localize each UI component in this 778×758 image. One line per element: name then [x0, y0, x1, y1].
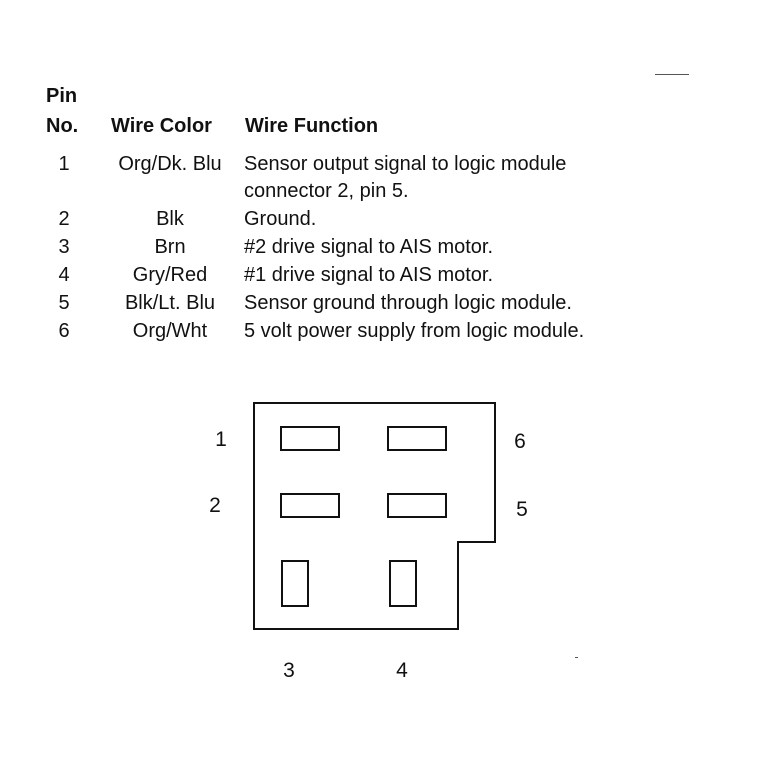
row-5-pin: 5: [58, 292, 70, 314]
pin-label-1: 1: [215, 428, 227, 451]
row-6-function: 5 volt power supply from logic module.: [244, 320, 585, 342]
connector-housing-outline: [253, 402, 496, 630]
scan-dot: [575, 657, 578, 658]
pin-label-3: 3: [283, 659, 295, 682]
scan-mark: [655, 74, 689, 75]
pin-label-6: 6: [514, 430, 526, 453]
row-2-color: Blk: [156, 208, 184, 230]
terminal-pin-3: [281, 560, 309, 607]
row-3-color: Brn: [154, 236, 186, 258]
row-1-color: Org/Dk. Blu: [118, 153, 222, 175]
row-4-pin: 4: [58, 264, 70, 286]
pin-header-line2: No.: [46, 115, 79, 137]
terminal-pin-2: [280, 493, 340, 518]
row-6-color: Org/Wht: [132, 320, 208, 342]
row-1-function-line1: Sensor output signal to logic module: [244, 153, 567, 175]
terminal-pin-6: [387, 426, 447, 451]
row-6-pin: 6: [58, 320, 70, 342]
terminal-pin-4: [389, 560, 417, 607]
pin-label-4: 4: [396, 659, 408, 682]
row-2-pin: 2: [58, 208, 70, 230]
row-3-pin: 3: [58, 236, 70, 258]
wire-function-header: Wire Function: [245, 115, 379, 137]
row-1-function-line2: connector 2, pin 5.: [244, 180, 409, 202]
row-5-color: Blk/Lt. Blu: [124, 292, 216, 314]
row-1-pin: 1: [58, 153, 70, 175]
row-4-function: #1 drive signal to AIS motor.: [244, 264, 494, 286]
terminal-pin-1: [280, 426, 340, 451]
row-3-function: #2 drive signal to AIS motor.: [244, 236, 494, 258]
pin-header-line1: Pin: [46, 85, 78, 107]
row-4-color: Gry/Red: [132, 264, 208, 286]
row-5-function: Sensor ground through logic module.: [244, 292, 572, 314]
pin-label-5: 5: [516, 498, 528, 521]
pin-label-2: 2: [209, 494, 221, 517]
terminal-pin-5: [387, 493, 447, 518]
wire-color-header: Wire Color: [111, 115, 212, 137]
row-2-function: Ground.: [244, 208, 317, 230]
